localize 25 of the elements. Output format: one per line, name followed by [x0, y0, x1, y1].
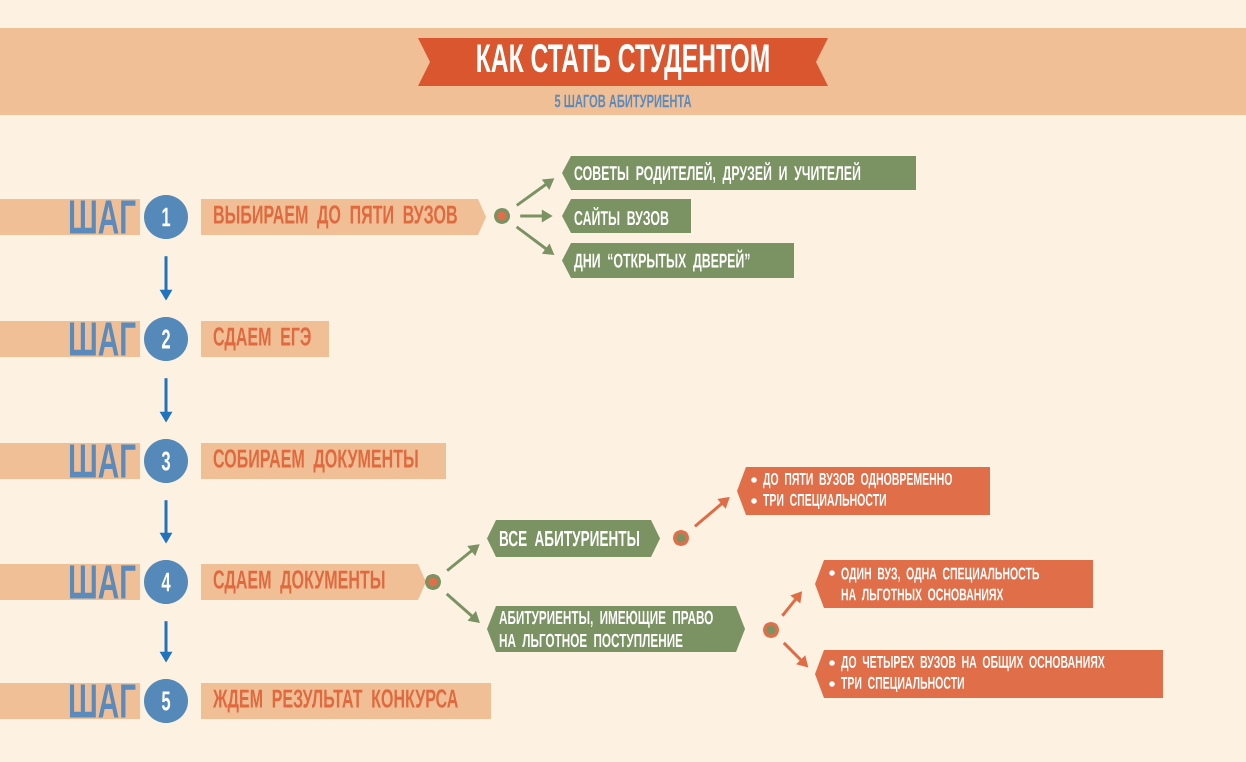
rule-tag: ДО ПЯТИ ВУЗОВ ОДНОВРЕМЕННО ТРИ СПЕЦИАЛЬНОСТИ — [737, 467, 990, 515]
step-label: ШАГ — [0, 199, 140, 235]
rule-tag: ОДИН ВУЗ, ОДНА СПЕЦИАЛЬНОСТЬ НА ЛЬГОТНЫХ ОСНОВАНИЯХ — [815, 560, 1093, 608]
option-tag: ДНИ “ОТКРЫТЫХ ДВЕРЕЙ” — [562, 243, 794, 278]
subtitle: 5 ШАГОВ АБИТУРИЕНТА — [554, 94, 692, 108]
branch-dot — [425, 574, 441, 590]
arrow — [445, 592, 480, 623]
step-box: СДАЕМ ЕГЭ — [201, 321, 329, 357]
branch-dot — [673, 530, 689, 546]
rule-tag: ДО ЧЕТЫРЕХ ВУЗОВ НА ОБЩИХ ОСНОВАНИЯХ ТРИ СПЕЦИАЛЬНОСТИ — [815, 650, 1163, 698]
step-label: ШАГ — [0, 443, 140, 479]
option-tag: СОВЕТЫ РОДИТЕЛЕЙ, ДРУЗЕЙ И УЧИТЕЛЕЙ — [562, 156, 916, 190]
step-box: СДАЕМ ДОКУМЕНТЫ — [201, 564, 426, 600]
step-label: ШАГ — [0, 683, 140, 719]
step-box: ВЫБИРАЕМ ДО ПЯТИ ВУЗОВ — [201, 199, 486, 235]
option-tag: САЙТЫ ВУЗОВ — [562, 199, 691, 233]
category-tag: ВСЕ АБИТУРИЕНТЫ — [487, 520, 660, 557]
step-box: СОБИРАЕМ ДОКУМЕНТЫ — [201, 443, 446, 479]
step-label: ШАГ — [0, 321, 140, 357]
category-tag: АБИТУРИЕНТЫ, ИМЕЮЩИЕ ПРАВО НА ЛЬГОТНОЕ ПОСТУПЛЕНИЕ — [487, 606, 745, 652]
step-label: ШАГ — [0, 564, 140, 600]
title-banner: КАК СТАТЬ СТУДЕНТОМ — [418, 38, 828, 86]
branch-dot — [763, 622, 779, 638]
step-box: ЖДЕМ РЕЗУЛЬТАТ КОНКУРСА — [201, 683, 491, 719]
branch-dot — [494, 208, 510, 224]
